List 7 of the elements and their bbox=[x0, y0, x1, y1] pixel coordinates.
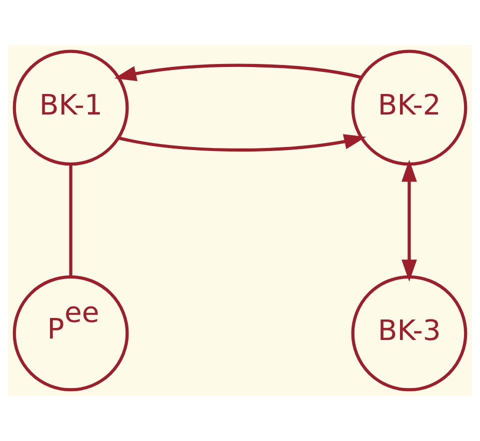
arrow bbox=[118, 134, 366, 152]
node-circle: BK-3 bbox=[351, 275, 468, 392]
arrow bbox=[114, 64, 362, 82]
arrow bbox=[402, 160, 417, 282]
node-circle: BK-2 bbox=[351, 50, 468, 166]
connector bbox=[69, 164, 72, 277]
node-circle: BK-1 bbox=[12, 50, 129, 166]
